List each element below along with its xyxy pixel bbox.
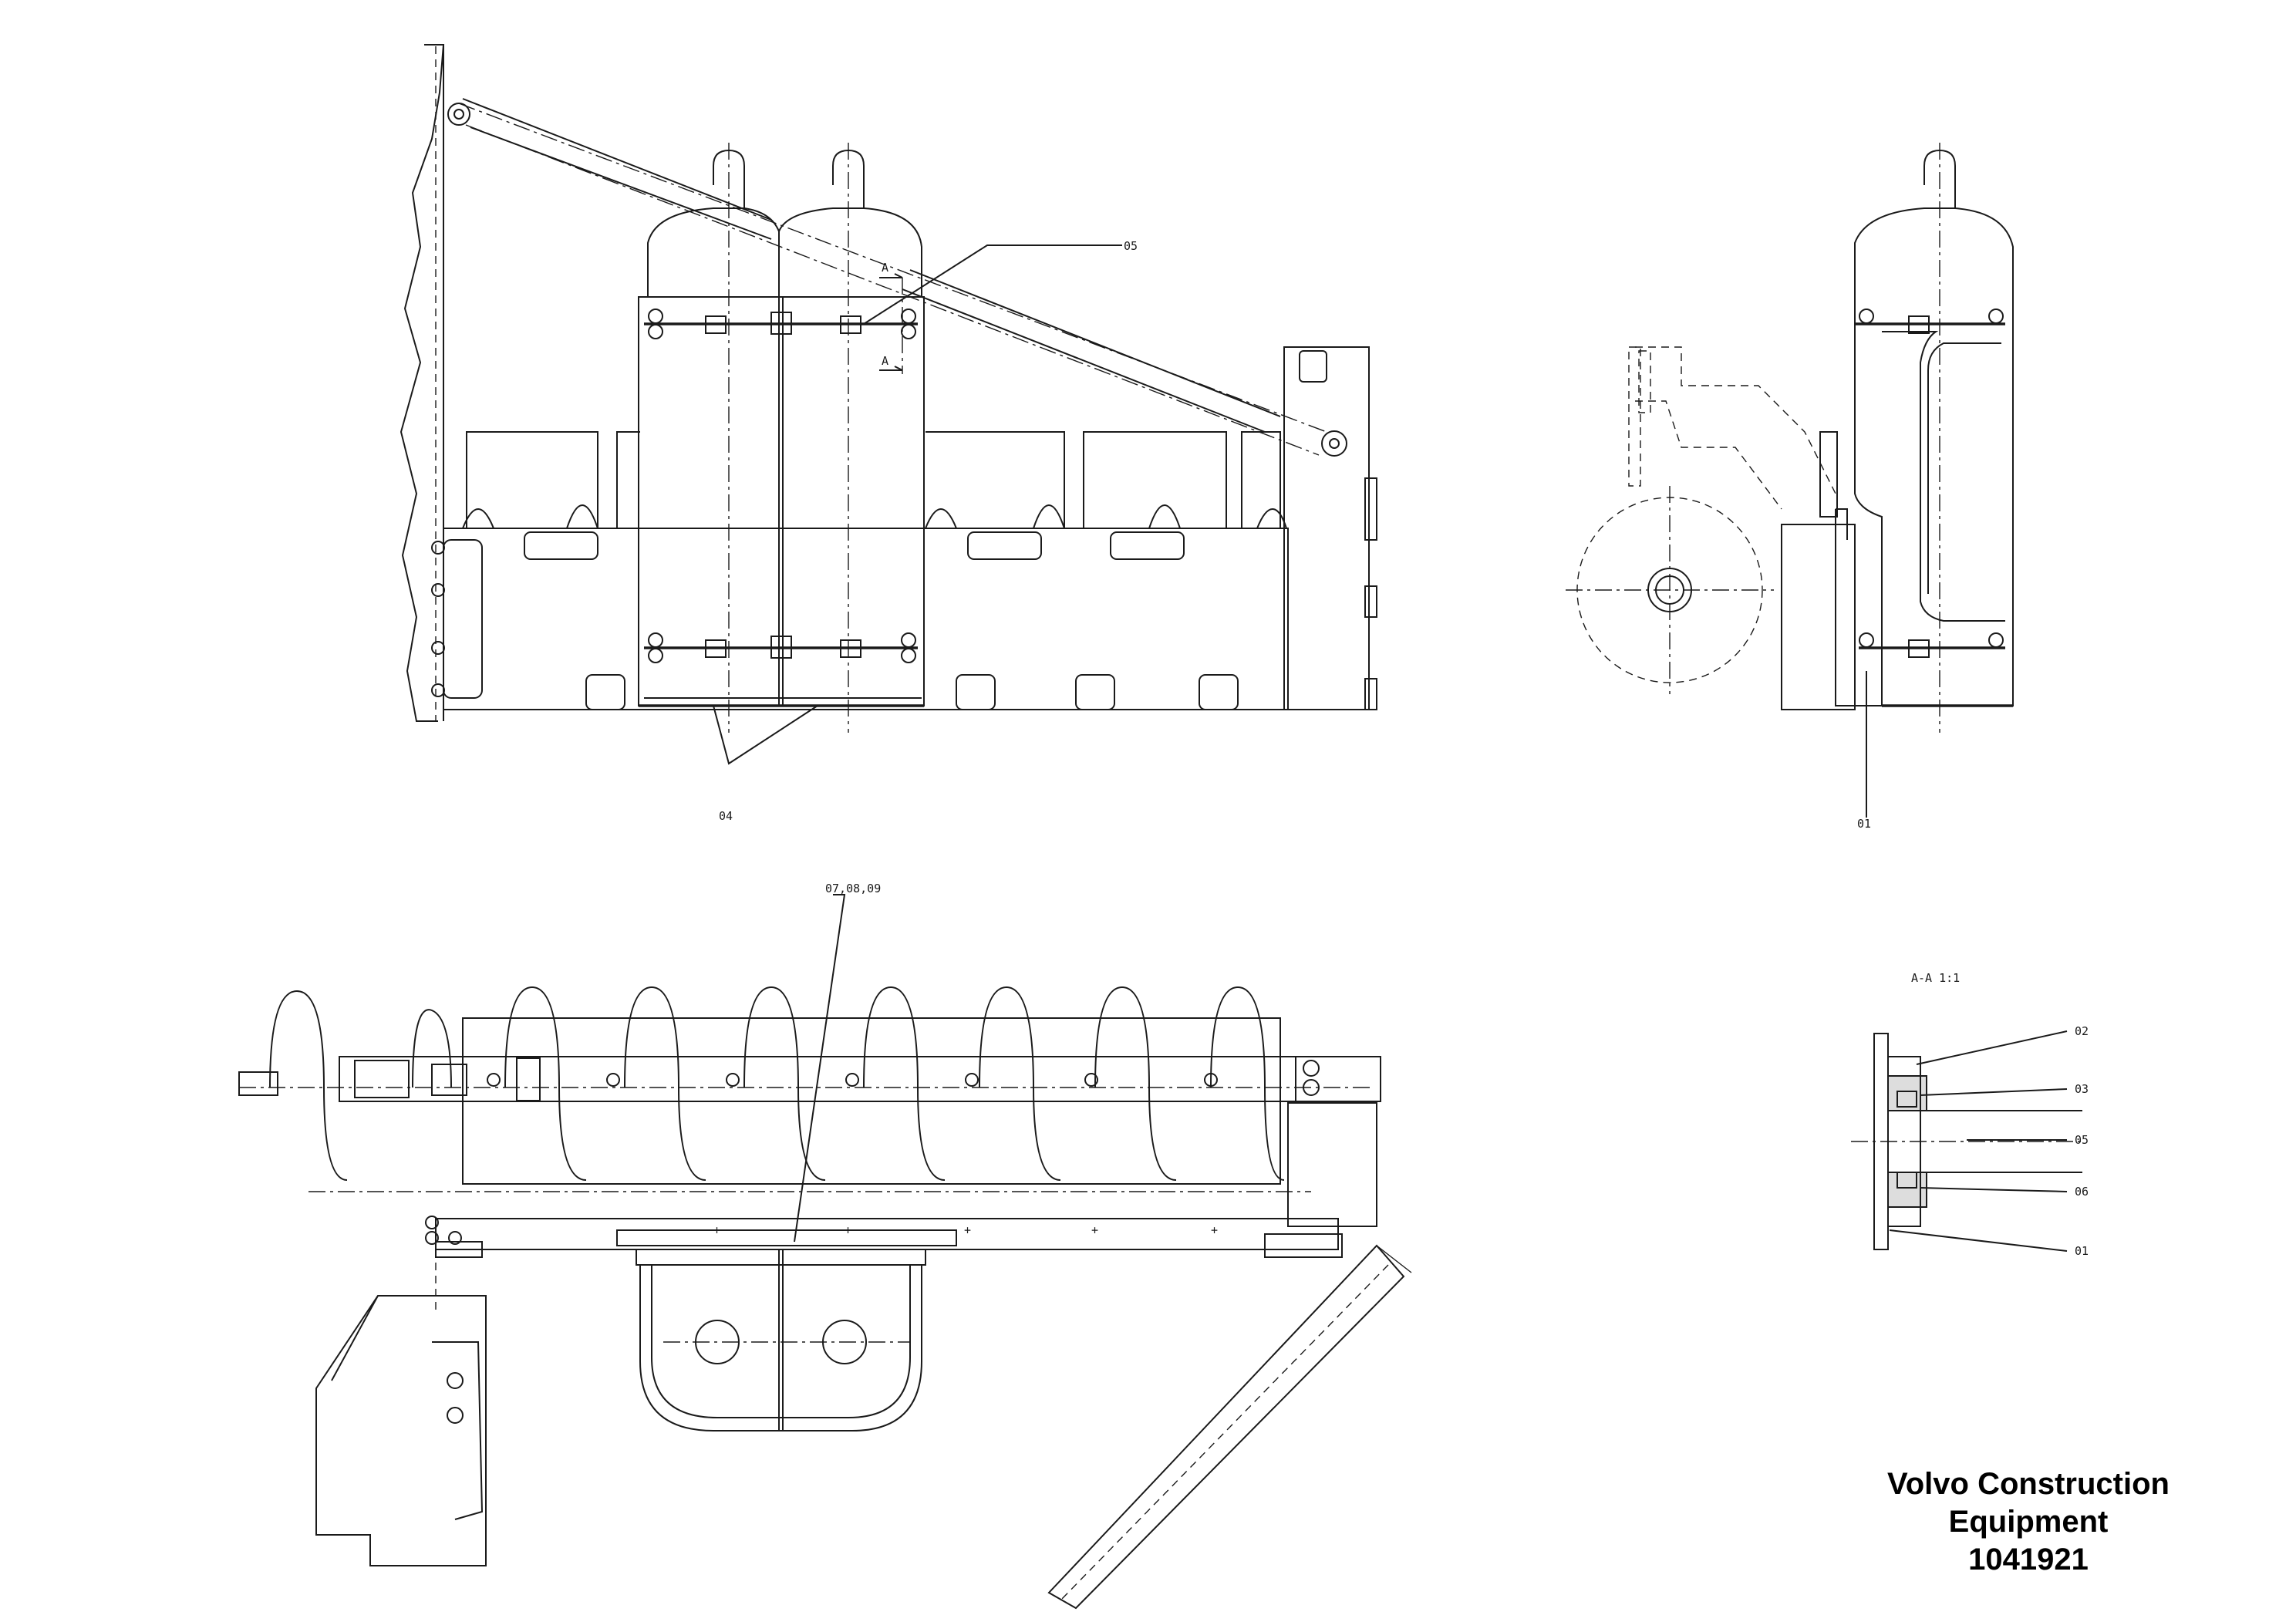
callout-03: 03 [2075, 1082, 2089, 1096]
leader-03 [1920, 1088, 2068, 1096]
drum-housing [639, 1265, 922, 1431]
motor-housing [315, 1295, 487, 1566]
leader-06 [1920, 1187, 2068, 1192]
trough-body [443, 528, 1289, 710]
callout-02: 02 [2075, 1024, 2089, 1038]
callout-06: 06 [2075, 1185, 2089, 1199]
part-number: 1041921 [1968, 1543, 2089, 1576]
section-marker-bottom: A [882, 354, 888, 368]
callout-01-section: 01 [2075, 1244, 2089, 1258]
swing-arm [1047, 1244, 1405, 1610]
company-name-line1: Volvo Construction [1887, 1467, 2170, 1501]
frame-break-line [400, 44, 445, 722]
section-marker-top: A [882, 261, 888, 275]
callout-side-01: 01 [1857, 817, 1871, 831]
title-block: Volvo Construction Equipment 1041921 [1851, 1465, 2206, 1579]
top-view: + + + + + [238, 894, 1412, 1610]
callout-04: 04 [719, 809, 733, 823]
svg-text:+: + [964, 1223, 971, 1237]
side-cylinder [1835, 207, 2014, 706]
svg-text:+: + [845, 1223, 851, 1237]
company-name-line2: Equipment [1948, 1505, 2109, 1539]
callout-070809: 07,08,09 [825, 882, 881, 895]
auger-flights [269, 986, 1285, 1181]
svg-text:+: + [1091, 1223, 1098, 1237]
leader-01-section [1889, 1229, 2068, 1252]
front-view [400, 44, 1377, 765]
end-bracket [1283, 346, 1370, 710]
leader-070809 [794, 894, 846, 1243]
callout-05-section: 05 [2075, 1133, 2089, 1147]
svg-text:+: + [1211, 1223, 1218, 1237]
section-title: A-A 1:1 [1911, 971, 1960, 985]
side-view [1566, 143, 2014, 818]
leader-05 [863, 244, 1122, 325]
leader-04 [713, 705, 818, 765]
callout-labels: 05 04 01 07,08,09 A A A-A 1:1 02 03 05 0… [719, 239, 2089, 1258]
leader-02 [1916, 1030, 2068, 1065]
svg-text:+: + [713, 1223, 720, 1237]
section-a-a [1851, 1030, 2082, 1252]
callout-05: 05 [1124, 239, 1138, 253]
